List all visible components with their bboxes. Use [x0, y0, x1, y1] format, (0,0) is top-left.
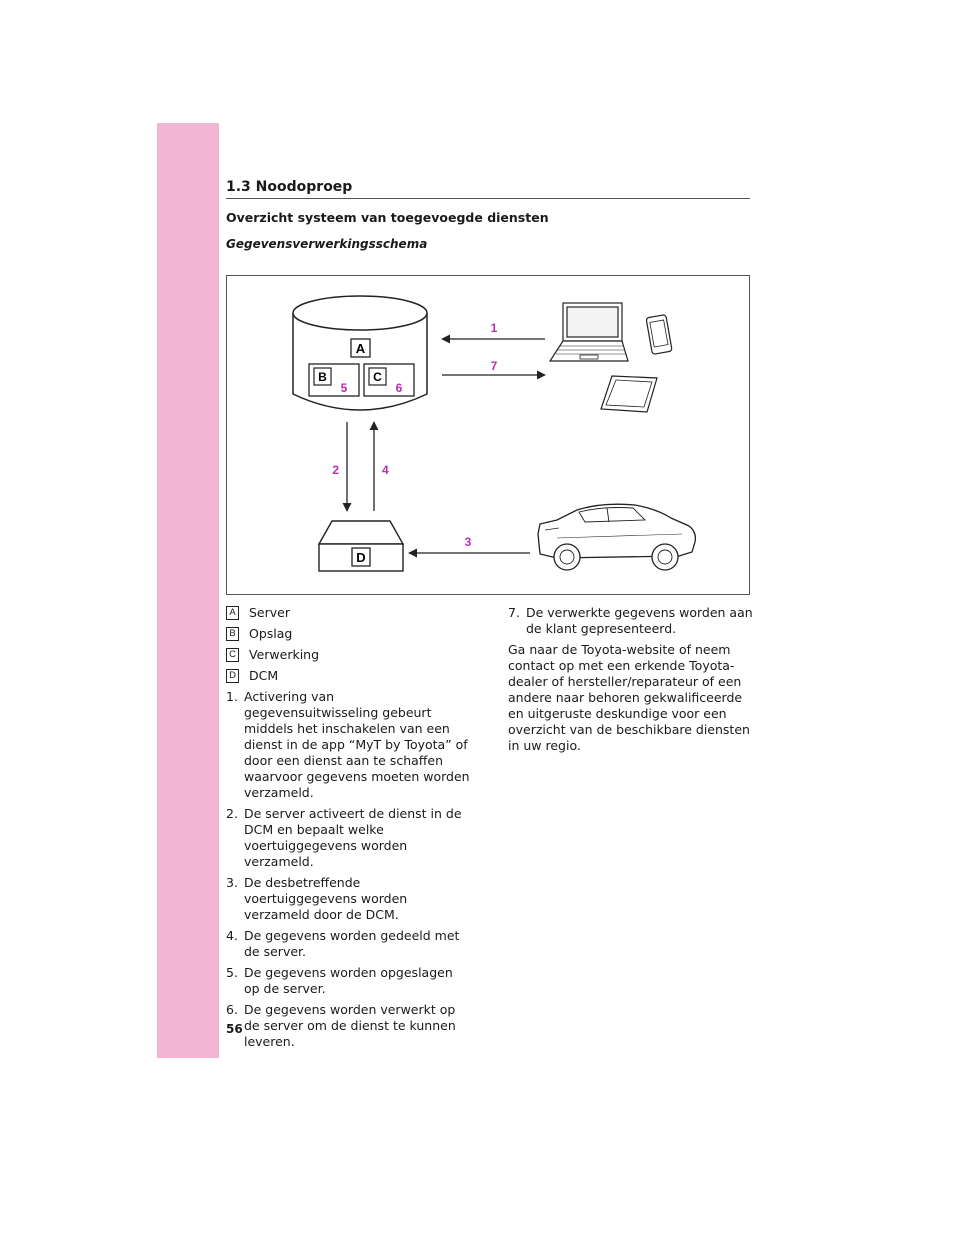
- page-subtitle: Overzicht systeem van toegevoegde dienst…: [226, 210, 549, 225]
- label-a: A: [356, 341, 366, 356]
- label-a-box: A: [350, 338, 371, 358]
- label-d: D: [356, 550, 365, 565]
- legend-text: DCM: [249, 668, 279, 683]
- phone-icon: [645, 314, 673, 355]
- label-c: C: [373, 370, 382, 384]
- legend-item-storage: B Opslag: [226, 626, 471, 642]
- legend-item-dcm: D DCM: [226, 668, 471, 684]
- left-column: A Server B Opslag C Verwerking D DCM 1.A…: [226, 605, 471, 1055]
- label-b: B: [318, 370, 327, 384]
- legend-item-processing: C Verwerking: [226, 647, 471, 663]
- figure-caption: Gegevensverwerkingsschema: [226, 237, 428, 251]
- legend-list: A Server B Opslag C Verwerking D DCM: [226, 605, 471, 684]
- section-header: 1.3 Noodoproep: [226, 178, 750, 199]
- legend-item-server: A Server: [226, 605, 471, 621]
- legend-text: Opslag: [249, 626, 293, 641]
- label-b-box: B: [313, 367, 332, 386]
- step-label-3: 3: [465, 535, 472, 549]
- car-icon: [537, 503, 697, 571]
- step-label-7: 7: [491, 359, 498, 373]
- steps-list-continued: 7.De verwerkte gegevens worden aan de kl…: [508, 605, 753, 637]
- legend-letter: C: [226, 648, 239, 662]
- label-c-box: C: [368, 367, 387, 386]
- tablet-icon: [600, 375, 658, 413]
- legend-text: Server: [249, 605, 290, 620]
- list-item: 4.De gegevens worden gedeeld met de serv…: [226, 928, 460, 959]
- list-item: 7.De verwerkte gegevens worden aan de kl…: [508, 605, 753, 636]
- legend-text: Verwerking: [249, 647, 320, 662]
- section-side-tab: [157, 123, 219, 1058]
- legend-letter: D: [226, 669, 239, 683]
- step-label-1: 1: [491, 321, 498, 335]
- list-item: 2.De server activeert de dienst in de DC…: [226, 806, 462, 869]
- legend-letter: A: [226, 606, 239, 620]
- data-processing-diagram: A B C 5 6 1 7: [226, 275, 750, 595]
- list-item: 3.De desbetreffende voertuiggegevens wor…: [226, 875, 408, 922]
- laptop-icon: [548, 302, 629, 362]
- step-label-5: 5: [341, 381, 348, 395]
- list-item: 6.De gegevens worden verwerkt op de serv…: [226, 1002, 456, 1049]
- info-paragraph: Ga naar de Toyota-website of neem contac…: [508, 642, 750, 753]
- step-label-6: 6: [396, 381, 403, 395]
- label-d-box: D: [351, 547, 371, 567]
- list-item: 1.Activering van gegevensuitwisseling ge…: [226, 689, 470, 800]
- right-column: 7.De verwerkte gegevens worden aan de kl…: [508, 605, 753, 754]
- legend-letter: B: [226, 627, 239, 641]
- step-label-2: 2: [332, 463, 339, 477]
- list-item: 5.De gegevens worden opgeslagen op de se…: [226, 965, 453, 996]
- step-label-4: 4: [382, 463, 389, 477]
- page-number: 56: [226, 1022, 243, 1036]
- steps-list: 1.Activering van gegevensuitwisseling ge…: [226, 689, 471, 1050]
